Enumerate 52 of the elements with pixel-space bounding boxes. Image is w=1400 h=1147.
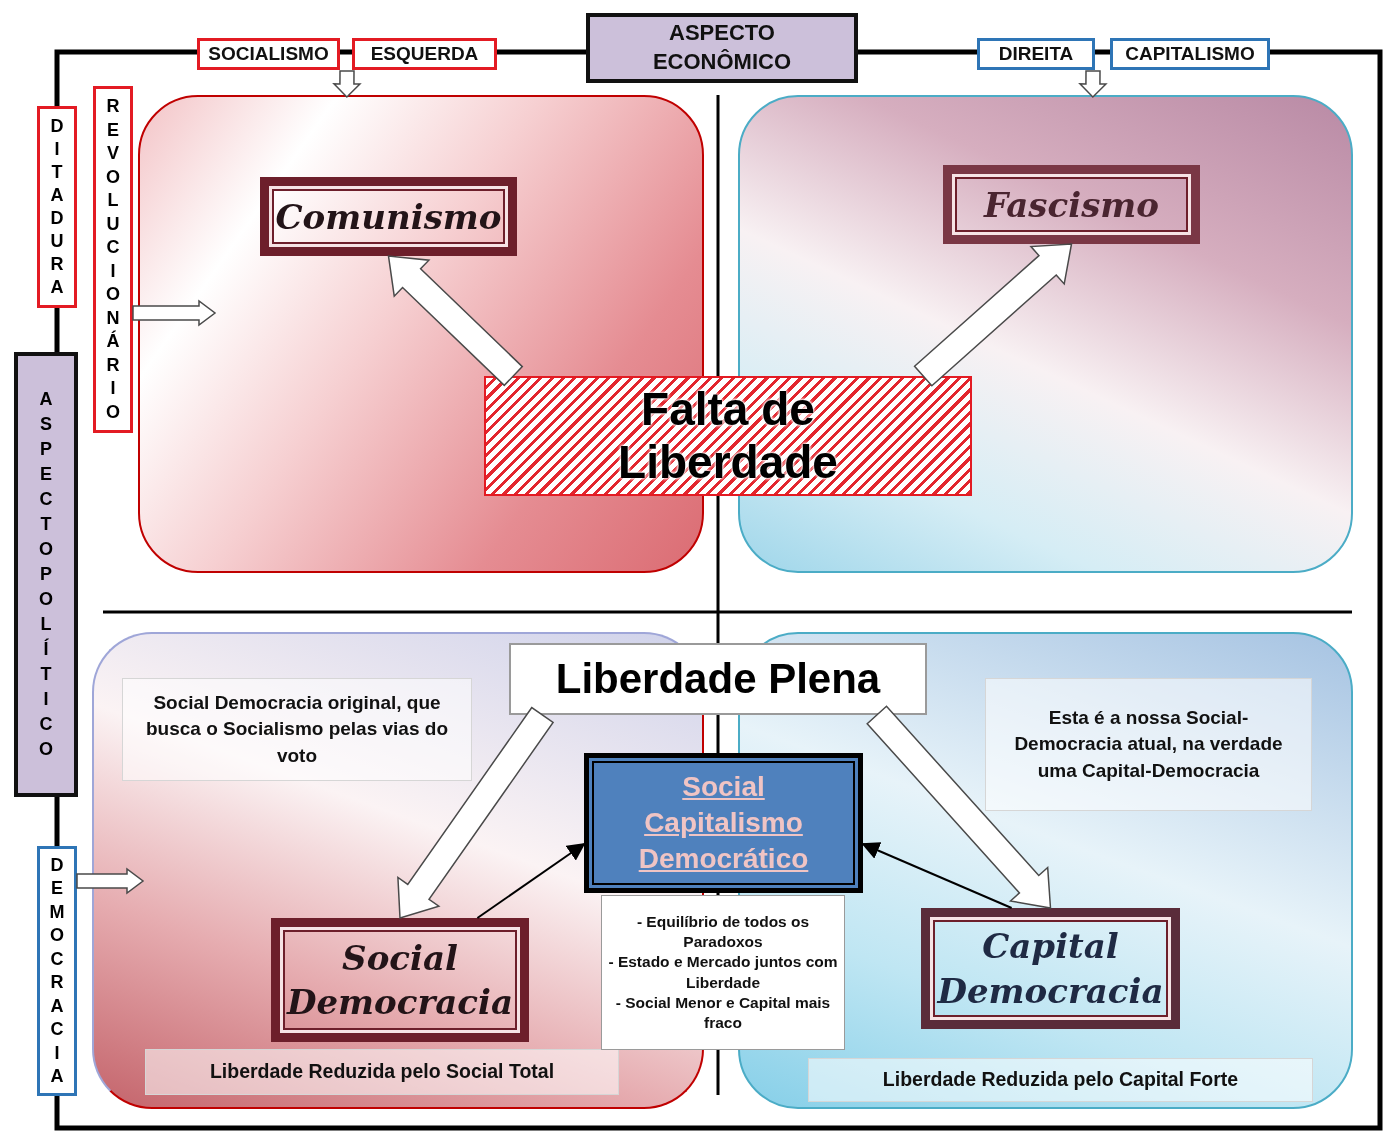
label-text: Social Democracia original, que busca o Socialismo pelas vias do voto <box>145 690 449 768</box>
axis-label-box <box>1110 38 1270 70</box>
label-text: Liberdade Plena <box>555 655 881 703</box>
axis-label-box <box>197 38 340 70</box>
label-text: DITADURA <box>49 115 65 299</box>
block-arrow <box>387 255 524 387</box>
note-box <box>122 678 472 781</box>
ideology-box <box>260 177 517 256</box>
axis-label-box <box>37 106 77 308</box>
ideology-box <box>921 908 1180 1029</box>
block-arrow <box>76 867 145 895</box>
heading-box <box>14 352 78 797</box>
axis-label-box <box>93 86 133 433</box>
label-text: Liberdade Reduzida pelo Capital Forte <box>882 1067 1239 1093</box>
label-text: Fascismo <box>984 184 1159 225</box>
label-text: Esta é a nossa Social-Democracia atual, na verdade uma Capital-Democracia <box>1013 705 1284 783</box>
label-text: DEMOCRACIA <box>49 853 65 1088</box>
axis-label-box <box>977 38 1095 70</box>
label-text: Liberdade Reduzida pelo Social Total <box>209 1059 555 1085</box>
note-box <box>145 1049 619 1095</box>
label-text: - Estado e Mercado juntos com Liberdade <box>607 952 839 993</box>
label-text: REVOLUCIONÁRIO <box>105 95 121 424</box>
label-text: ASPECTO POLÍTICO <box>38 388 54 761</box>
label-text: - Equilíbrio de todos os Paradoxos <box>635 912 811 953</box>
heading-box <box>509 643 927 715</box>
arrow <box>861 842 1013 909</box>
axis-label-box <box>352 38 497 70</box>
block-arrow <box>397 706 555 919</box>
label-text: Social Capitalismo Democrático <box>637 770 810 876</box>
ideology-box <box>271 918 529 1042</box>
label-text: Comunismo <box>275 196 502 237</box>
arrow <box>476 842 586 919</box>
label-text: CAPITALISMO <box>1125 43 1255 65</box>
label-text: SOCIALISMO <box>208 43 329 65</box>
label-text: Capital Democracia <box>935 925 1165 1013</box>
note-box <box>601 895 845 1050</box>
highlight-box <box>584 753 863 893</box>
note-box <box>985 678 1312 811</box>
block-arrow <box>332 70 362 98</box>
block-arrow <box>866 705 1052 909</box>
axis-label-box <box>37 846 77 1096</box>
ideology-box <box>943 165 1200 244</box>
block-arrow <box>132 299 217 327</box>
block-arrow <box>913 243 1073 387</box>
block-arrow <box>1078 70 1108 98</box>
label-text: Social Democracia <box>285 936 515 1024</box>
heading-box <box>586 13 858 83</box>
label-text: - Social Menor e Capital mais fraco <box>614 992 832 1033</box>
label-text: ASPECTO ECONÔMICO <box>651 19 793 76</box>
label-text: ESQUERDA <box>370 43 479 65</box>
label-text: DIREITA <box>998 43 1074 65</box>
note-box <box>808 1058 1313 1102</box>
